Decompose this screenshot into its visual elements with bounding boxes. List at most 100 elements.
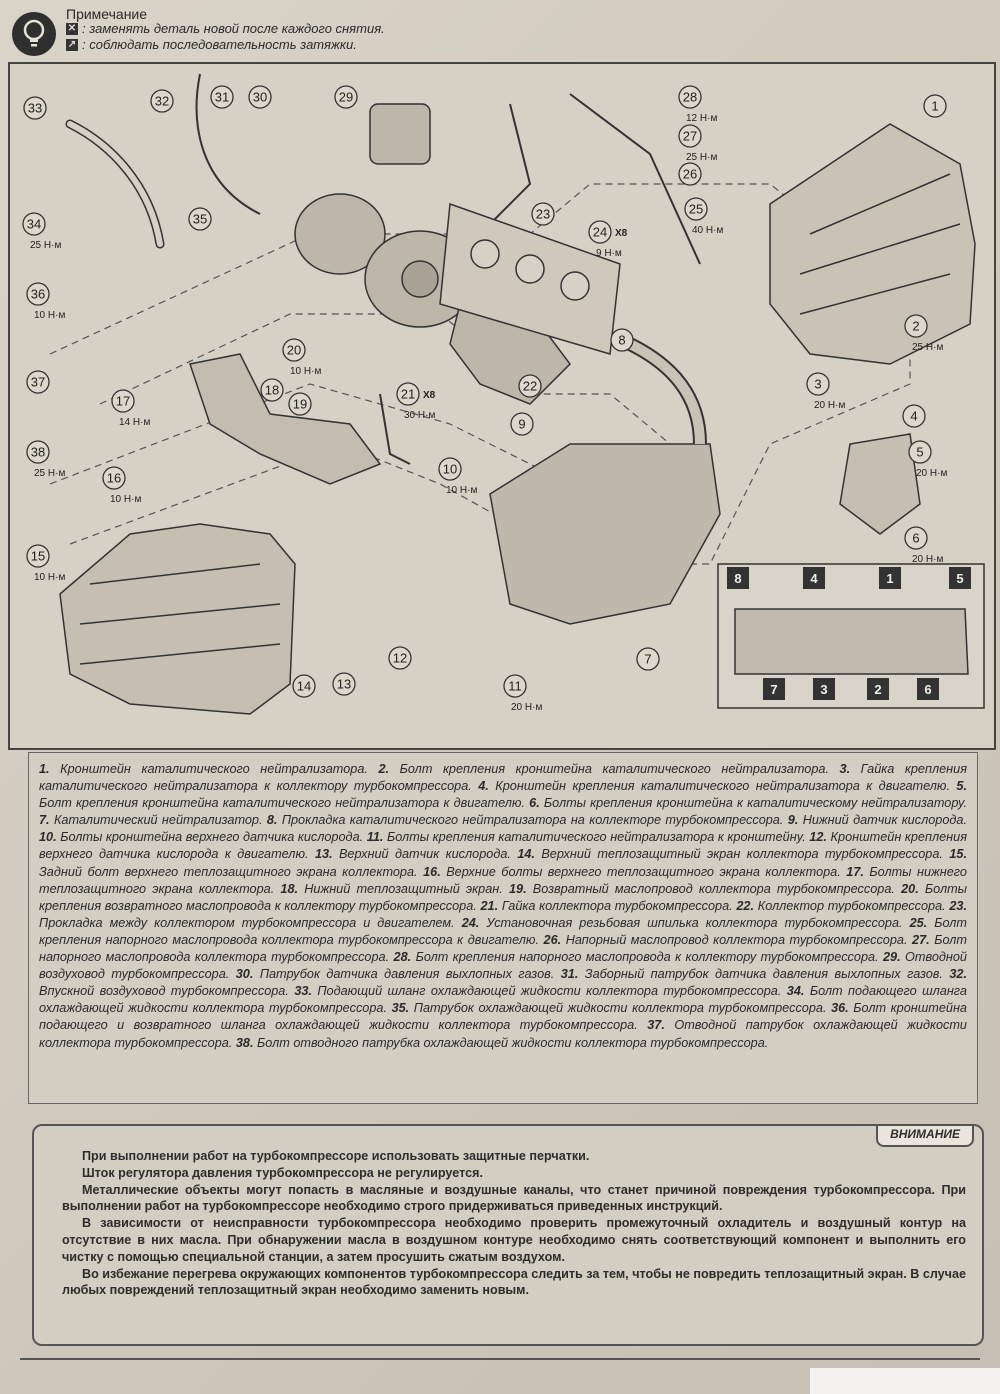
callout-13: 13 — [332, 672, 356, 696]
legend-text: Болты кронштейна верхнего датчика кислор… — [60, 830, 367, 845]
callout-number: 24 — [593, 225, 607, 240]
legend-text: Болт напорного маслопровода коллектора т… — [39, 932, 967, 965]
callout-number: 16 — [107, 471, 121, 486]
torque-value: 25 Н·м — [912, 342, 943, 353]
legend-text: Коллектор турбокомпрессора. — [757, 898, 950, 913]
legend-text: Подающий шланг охлаждающей жидкости колл… — [317, 984, 787, 999]
torque-value: 20 Н·м — [912, 554, 943, 565]
legend-number: 26. — [543, 932, 566, 947]
sequence-badge-bottom: 6 — [917, 678, 939, 700]
callout-number: 18 — [265, 383, 279, 398]
legend-text: Каталитический нейтрализатор. — [53, 813, 267, 828]
callout-number: 23 — [536, 207, 550, 222]
legend-number: 38. — [235, 1035, 258, 1050]
legend-number: 19. — [508, 881, 533, 896]
legend-text: Патрубок охлаждающей жидкости коллектора… — [413, 1001, 832, 1016]
note-title: Примечание — [66, 6, 148, 22]
legend-number: 20. — [901, 881, 925, 896]
note-sequence: ↗ : соблюдать последовательность затяжки… — [66, 37, 357, 52]
callout-9: 9 — [510, 412, 534, 436]
legend-text: Отводной воздуховод турбокомпрессора. — [39, 950, 967, 982]
warning-box: ВНИМАНИЕ При выполнении работ на турбоко… — [32, 1124, 984, 1346]
callout-12: 12 — [388, 646, 412, 670]
torque-value: 14 Н·м — [119, 417, 150, 428]
quantity-label: X8 — [615, 228, 628, 239]
callout-29: 29 — [334, 85, 358, 109]
callout-number: 26 — [683, 167, 697, 182]
legend-text: Болт кронштейна подающего и возвратного … — [39, 1001, 967, 1033]
legend-number: 3. — [839, 762, 861, 776]
callout-number: 17 — [116, 394, 130, 409]
legend-text: Заборный патрубок датчика давления выхло… — [584, 967, 950, 982]
legend-text: Патрубок датчика давления выхлопных газо… — [259, 967, 561, 982]
callout-26: 26 — [678, 162, 702, 186]
callout-7: 7 — [636, 647, 660, 671]
callout-number: 31 — [215, 90, 229, 105]
legend-text: Кронштейн каталитического нейтрализатора… — [60, 762, 379, 776]
legend-number: 36. — [831, 1001, 854, 1016]
note-replace-text: : заменять деталь новой после каждого сн… — [82, 21, 385, 36]
callout-18: 18 — [260, 378, 284, 402]
callout-number: 20 — [287, 343, 301, 358]
svg-text:8: 8 — [734, 571, 741, 586]
callout-number: 6 — [912, 531, 919, 546]
legend-number: 22. — [736, 898, 758, 913]
legend-text: Установочная резьбовая шпилька коллектор… — [486, 915, 910, 930]
legend-text: Болт крепления кронштейна каталитическог… — [399, 762, 840, 776]
torque-value: 25 Н·м — [34, 468, 65, 479]
torque-value: 25 Н·м — [686, 152, 717, 163]
callout-17: 17 14 Н·м — [111, 389, 150, 428]
callout-number: 21 — [401, 387, 415, 402]
legend-number: 14. — [517, 847, 542, 862]
legend-text: Верхние болты верхнего теплозащитного эк… — [446, 864, 847, 879]
torque-value: 10 Н·м — [290, 366, 321, 377]
legend-number: 23. — [949, 898, 967, 913]
callout-31: 31 — [210, 85, 234, 109]
note-sequence-text: : соблюдать последовательность затяжки. — [82, 37, 357, 52]
legend-text: Гайка крепления каталитического нейтрали… — [39, 762, 967, 794]
callout-33: 33 — [23, 96, 47, 120]
legend-number: 2. — [378, 762, 400, 776]
torque-value: 10 Н·м — [34, 572, 65, 583]
quantity-label: X8 — [423, 390, 436, 401]
legend-number: 9. — [787, 813, 803, 828]
legend-text: Верхний датчик кислорода. — [338, 847, 518, 862]
note-icon — [12, 12, 56, 56]
callout-4: 4 — [902, 404, 926, 428]
legend-number: 1. — [39, 762, 61, 776]
legend-number: 37. — [647, 1018, 675, 1033]
svg-text:1: 1 — [886, 571, 893, 586]
callout-number: 25 — [689, 202, 703, 217]
legend-text: Болт крепления напорного маслопровода к … — [415, 950, 883, 965]
legend-text: Болты крепления кронштейна к каталитичес… — [543, 796, 967, 811]
callout-3: 320 Н·м — [806, 372, 845, 411]
legend-text: Болт отводного патрубка охлаждающей жидк… — [257, 1035, 769, 1050]
legend-text: Болт подающего шланга охлаждающей жидкос… — [39, 984, 967, 1016]
sequence-badge-top: 1 — [879, 567, 901, 589]
callout-number: 4 — [910, 409, 917, 424]
legend-number: 8. — [266, 813, 282, 828]
callout-number: 19 — [293, 397, 307, 412]
svg-text:7: 7 — [770, 682, 777, 697]
legend-number: 12. — [809, 830, 831, 845]
callout-number: 34 — [27, 217, 41, 232]
legend-number: 35. — [391, 1001, 414, 1016]
sequence-badge-bottom: 3 — [813, 678, 835, 700]
legend-number: 5. — [956, 779, 967, 794]
callout-number: 11 — [508, 679, 522, 694]
callout-number: 3 — [814, 377, 821, 392]
svg-text:3: 3 — [820, 682, 827, 697]
legend-number: 16. — [423, 864, 447, 879]
warning-paragraph: В зависимости от неисправности турбокомп… — [62, 1216, 966, 1264]
legend-text: Возвратный маслопровод коллектора турбок… — [532, 881, 902, 896]
callout-22: 22 — [518, 374, 542, 398]
callout-19: 19 — [288, 392, 312, 416]
legend-number: 31. — [560, 967, 585, 982]
